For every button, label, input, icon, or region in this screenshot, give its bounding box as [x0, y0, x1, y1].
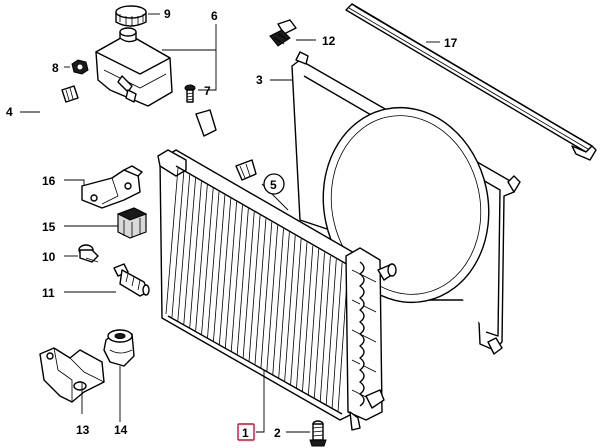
radiator-core-fins [165, 167, 349, 413]
radiator-fin [272, 228, 284, 375]
radiator-fin [189, 181, 202, 328]
radiator-fin [284, 235, 296, 382]
callout-1-highlighted[interactable]: 1 [237, 423, 255, 441]
radiator-fin [260, 222, 273, 369]
callout-3: 3 [256, 73, 263, 87]
radiator-fin [195, 184, 208, 331]
expansion-tank-part-6[interactable] [95, 27, 173, 107]
radiator-fin [290, 238, 302, 385]
filler-cap-part-9[interactable] [115, 5, 147, 27]
drain-plug-part-10[interactable] [78, 244, 99, 263]
nut-part-8[interactable] [71, 59, 89, 75]
callout-11: 11 [42, 286, 55, 300]
radiator-fin [319, 255, 331, 402]
callout-7: 7 [204, 84, 211, 98]
callout-10: 10 [42, 250, 56, 264]
callout-5: 5 [263, 173, 285, 195]
screw-part-2[interactable] [309, 420, 327, 447]
radiator-fin [331, 262, 343, 409]
bracket-part-16[interactable] [81, 165, 143, 209]
radiator-fin [302, 245, 314, 392]
seal-strip-part-17[interactable] [345, 3, 597, 161]
rubber-bush-part-14[interactable] [103, 329, 135, 367]
highlight-box [237, 423, 255, 441]
radiator-fin [218, 198, 232, 345]
radiator-fin [177, 174, 191, 321]
radiator-fin [242, 211, 255, 358]
radiator-fin [224, 201, 238, 348]
radiator-fin [254, 218, 267, 365]
radiator-fin [325, 259, 337, 406]
radiator-fin [201, 188, 214, 335]
callout-2: 2 [274, 426, 281, 440]
rubber-mount-part-15[interactable] [116, 207, 148, 239]
radiator-fin [171, 171, 185, 318]
svg-text:5: 5 [270, 178, 277, 192]
radiator-fin [313, 252, 325, 399]
radiator-fin [165, 167, 179, 315]
radiator-fin [248, 215, 261, 362]
callout-16: 16 [42, 174, 56, 188]
callout-6: 6 [211, 9, 218, 23]
radiator-fin [213, 195, 226, 342]
radiator-fin [183, 178, 196, 325]
svg-text:1: 1 [242, 426, 249, 440]
bracket-part-13[interactable] [39, 347, 105, 403]
temp-switch-part-11[interactable] [113, 263, 150, 297]
radiator-part-1[interactable] [157, 149, 397, 431]
callout-14: 14 [114, 423, 128, 437]
radiator-fin [278, 232, 290, 379]
callout-17: 17 [444, 36, 458, 50]
coolant-hose-part-4[interactable] [37, 85, 257, 181]
radiator-fin [230, 205, 243, 352]
radiator-fin [296, 242, 308, 389]
bolt-part-7[interactable] [184, 84, 196, 103]
callout-4: 4 [6, 105, 13, 119]
callout-15: 15 [42, 220, 56, 234]
radiator-fin [307, 249, 320, 396]
radiator-fin [266, 225, 279, 372]
callout-9: 9 [164, 7, 171, 21]
radiator-fin [207, 191, 220, 338]
callout-12: 12 [322, 34, 336, 48]
callout-13: 13 [76, 423, 90, 437]
radiator-fin [236, 208, 249, 355]
callout-8: 8 [52, 61, 59, 75]
clip-part-12[interactable] [269, 19, 297, 47]
leader-lines [20, 13, 440, 433]
